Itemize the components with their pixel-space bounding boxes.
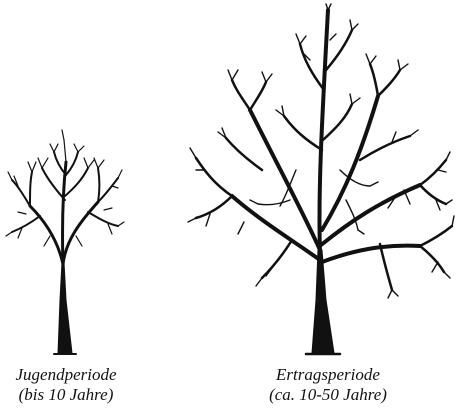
yield-period-title: Ertragsperiode bbox=[238, 365, 418, 385]
young-period-duration: (bis 10 Jahre) bbox=[0, 385, 132, 405]
young-period-title: Jugendperiode bbox=[0, 365, 132, 385]
yield-period-caption: Ertragsperiode (ca. 10-50 Jahre) bbox=[238, 365, 418, 405]
yield-period-duration: (ca. 10-50 Jahre) bbox=[238, 385, 418, 405]
mature-tree-trunk bbox=[312, 250, 334, 353]
mature-tree-icon bbox=[188, 4, 454, 354]
young-tree-trunk bbox=[58, 262, 72, 353]
young-tree-icon bbox=[6, 130, 124, 354]
young-period-caption: Jugendperiode (bis 10 Jahre) bbox=[0, 365, 132, 405]
